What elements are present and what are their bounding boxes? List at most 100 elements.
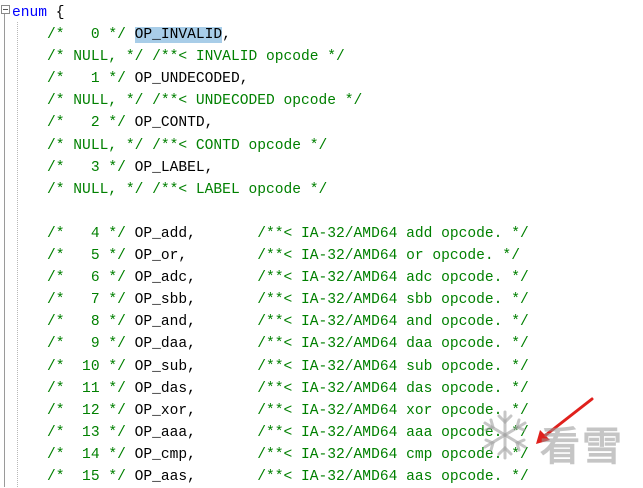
code-token xyxy=(12,381,47,397)
code-line[interactable]: /* 14 */ OP_cmp, /**< IA-32/AMD64 cmp op… xyxy=(12,444,529,466)
code-token xyxy=(12,226,47,242)
code-token: OP_CONTD, xyxy=(134,115,214,132)
code-token xyxy=(12,160,47,176)
code-token xyxy=(12,447,47,463)
code-comment: /* 6 */ xyxy=(47,270,135,287)
code-comment: /**< IA-32/AMD64 or opcode. */ xyxy=(257,248,520,265)
code-comment: /* 2 */ xyxy=(47,115,135,132)
code-line[interactable]: /* 11 */ OP_das, /**< IA-32/AMD64 das op… xyxy=(12,378,529,400)
code-token: OP_cmp, xyxy=(134,446,258,463)
code-token xyxy=(12,425,47,441)
code-comment: /* 3 */ xyxy=(47,159,135,176)
code-token: OP_sub, xyxy=(134,358,258,375)
code-token xyxy=(12,359,47,375)
code-line[interactable]: /* NULL, */ /**< LABEL opcode */ xyxy=(12,179,529,201)
code-token xyxy=(12,248,47,264)
code-token xyxy=(12,49,47,65)
code-comment: /* 4 */ xyxy=(47,225,135,242)
fold-gutter xyxy=(0,0,10,487)
code-comment: /* 0 */ xyxy=(47,27,135,44)
code-comment: /* 15 */ xyxy=(47,468,135,485)
code-token: OP_daa, xyxy=(134,336,258,353)
code-token: , xyxy=(222,27,231,44)
code-token: OP_adc, xyxy=(134,270,258,287)
arrow-icon xyxy=(536,397,594,444)
code-token: OP_aas, xyxy=(134,468,258,485)
code-line[interactable]: /* 10 */ OP_sub, /**< IA-32/AMD64 sub op… xyxy=(12,356,529,378)
code-token: { xyxy=(47,5,65,21)
snowflake-icon xyxy=(483,410,527,460)
code-line[interactable]: /* 15 */ OP_aas, /**< IA-32/AMD64 aas op… xyxy=(12,466,529,488)
collapse-icon[interactable] xyxy=(1,5,10,14)
code-comment: /**< IA-32/AMD64 daa opcode. */ xyxy=(257,336,529,353)
code-line[interactable]: /* 0 */ OP_INVALID, xyxy=(12,24,529,46)
code-line[interactable]: /* 3 */ OP_LABEL, xyxy=(12,157,529,179)
code-line[interactable]: /* NULL, */ /**< INVALID opcode */ xyxy=(12,46,529,68)
code-line[interactable]: /* NULL, */ /**< UNDECODED opcode */ xyxy=(12,90,529,112)
code-line[interactable] xyxy=(12,201,529,223)
code-comment: /* 14 */ xyxy=(47,446,135,463)
code-token xyxy=(12,270,47,286)
code-token xyxy=(12,138,47,154)
code-keyword: enum xyxy=(12,5,48,21)
code-token: OP_UNDECODED, xyxy=(134,71,249,88)
code-editor[interactable]: enum { /* 0 */ OP_INVALID, /* NULL, */ /… xyxy=(12,2,529,488)
selected-text: OP_INVALID xyxy=(134,27,223,44)
code-line[interactable]: /* 1 */ OP_UNDECODED, xyxy=(12,68,529,90)
code-line[interactable]: /* 9 */ OP_daa, /**< IA-32/AMD64 daa opc… xyxy=(12,333,529,355)
code-comment: /* 13 */ xyxy=(47,424,135,441)
watermark: 看雪 xyxy=(468,396,638,476)
code-comment: /* 1 */ xyxy=(47,71,135,88)
code-comment: /* 9 */ xyxy=(47,336,135,353)
code-token: OP_add, xyxy=(134,225,258,242)
code-comment: /**< IA-32/AMD64 adc opcode. */ xyxy=(257,270,529,287)
code-comment: /**< IA-32/AMD64 sub opcode. */ xyxy=(257,358,529,375)
code-token xyxy=(12,403,47,419)
code-comment: /* 11 */ xyxy=(47,380,135,397)
code-token xyxy=(12,336,47,352)
code-comment: /**< IA-32/AMD64 aaa opcode. */ xyxy=(257,424,529,441)
code-token: OP_sbb, xyxy=(134,292,258,309)
code-token xyxy=(12,469,47,485)
code-token xyxy=(12,182,47,198)
code-comment: /* 8 */ xyxy=(47,314,135,331)
code-line[interactable]: /* 12 */ OP_xor, /**< IA-32/AMD64 xor op… xyxy=(12,400,529,422)
code-comment: /* NULL, */ /**< UNDECODED opcode */ xyxy=(47,93,363,110)
code-comment: /* NULL, */ /**< INVALID opcode */ xyxy=(47,49,345,66)
code-comment: /**< IA-32/AMD64 xor opcode. */ xyxy=(257,402,529,419)
code-comment: /**< IA-32/AMD64 aas opcode. */ xyxy=(257,468,529,485)
fold-line xyxy=(4,14,5,487)
code-comment: /* NULL, */ /**< LABEL opcode */ xyxy=(47,181,328,198)
code-comment: /* 5 */ xyxy=(47,248,135,265)
code-comment: /* NULL, */ /**< CONTD opcode */ xyxy=(47,137,328,154)
code-comment: /**< IA-32/AMD64 cmp opcode. */ xyxy=(257,446,529,463)
code-comment: /**< IA-32/AMD64 das opcode. */ xyxy=(257,380,529,397)
watermark-text: 看雪 xyxy=(540,424,624,470)
code-comment: /**< IA-32/AMD64 add opcode. */ xyxy=(257,225,529,242)
code-token: OP_das, xyxy=(134,380,258,397)
code-token: OP_aaa, xyxy=(134,424,258,441)
code-line[interactable]: /* 6 */ OP_adc, /**< IA-32/AMD64 adc opc… xyxy=(12,267,529,289)
code-line[interactable]: /* 4 */ OP_add, /**< IA-32/AMD64 add opc… xyxy=(12,223,529,245)
code-token xyxy=(12,27,47,43)
code-token xyxy=(12,314,47,330)
code-comment: /* 12 */ xyxy=(47,402,135,419)
indent-guide xyxy=(17,22,18,487)
code-token: OP_LABEL, xyxy=(134,159,214,176)
code-line[interactable]: /* 8 */ OP_and, /**< IA-32/AMD64 and opc… xyxy=(12,311,529,333)
code-token xyxy=(12,204,21,220)
code-line[interactable]: /* 7 */ OP_sbb, /**< IA-32/AMD64 sbb opc… xyxy=(12,289,529,311)
code-token: OP_xor, xyxy=(134,402,258,419)
code-token xyxy=(12,71,47,87)
code-line[interactable]: enum { xyxy=(12,2,529,24)
code-token: OP_and, xyxy=(134,314,258,331)
code-line[interactable]: /* NULL, */ /**< CONTD opcode */ xyxy=(12,135,529,157)
code-line[interactable]: /* 5 */ OP_or, /**< IA-32/AMD64 or opcod… xyxy=(12,245,529,267)
code-line[interactable]: /* 13 */ OP_aaa, /**< IA-32/AMD64 aaa op… xyxy=(12,422,529,444)
code-token xyxy=(12,115,47,131)
code-token xyxy=(12,93,47,109)
code-comment: /* 10 */ xyxy=(47,358,135,375)
code-comment: /* 7 */ xyxy=(47,292,135,309)
code-token: OP_or, xyxy=(134,248,258,265)
code-line[interactable]: /* 2 */ OP_CONTD, xyxy=(12,112,529,134)
